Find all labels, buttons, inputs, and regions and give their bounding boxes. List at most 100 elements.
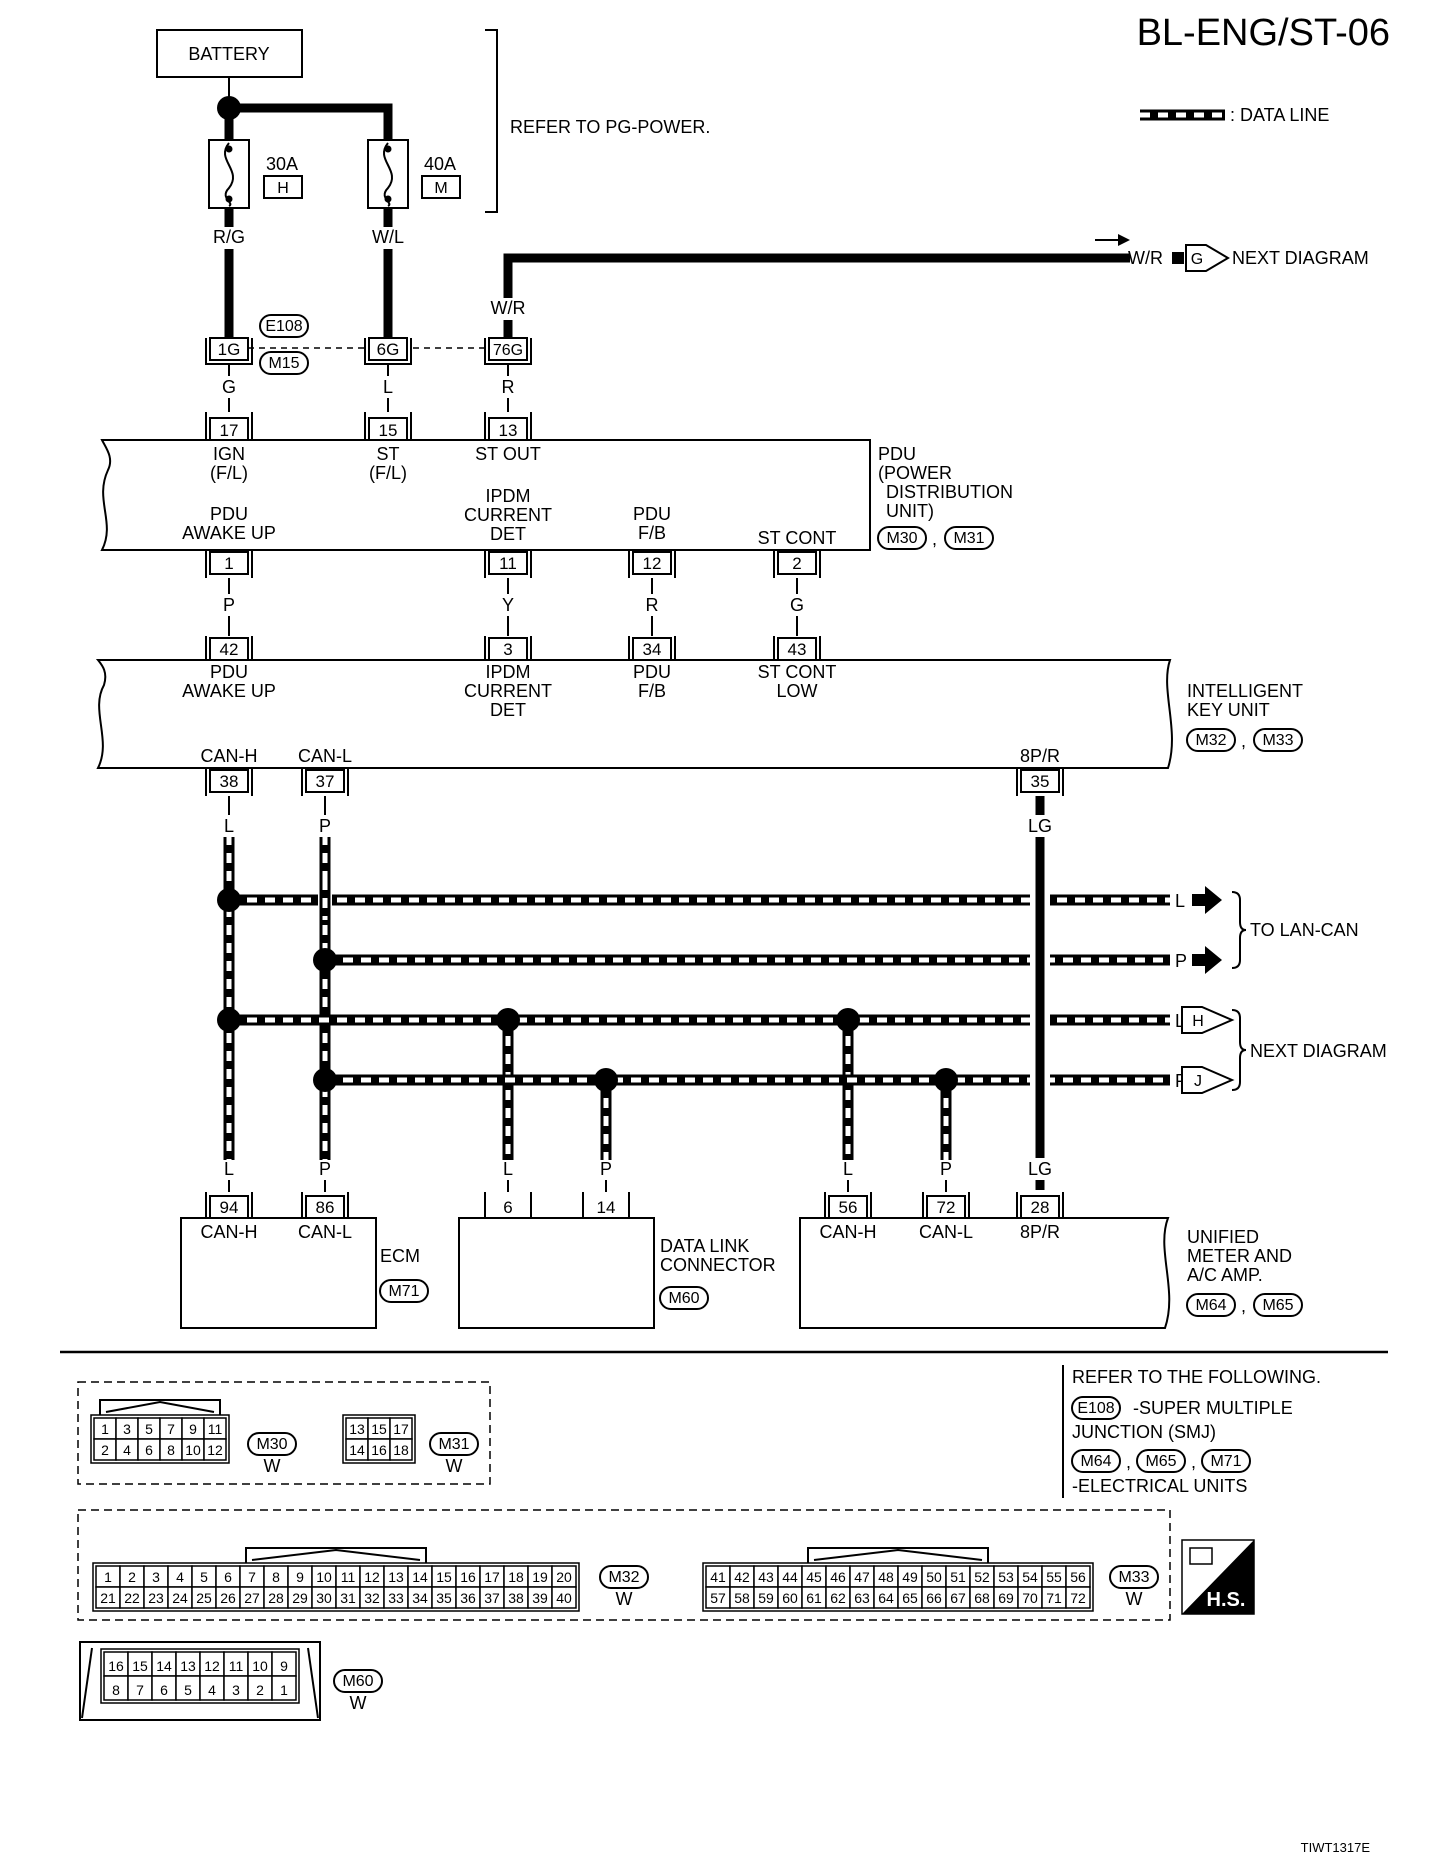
terminal-number: 7 (167, 1421, 175, 1437)
pdu-ign-label: IGN(F/L) (210, 444, 248, 483)
terminal-cell (151, 1675, 177, 1701)
terminal-cell (247, 1675, 273, 1701)
terminal-number: 37 (484, 1590, 500, 1606)
unified-meter-box (799, 1217, 1171, 1329)
refer-m65-badge: M65 (1136, 1449, 1186, 1473)
svg-text:28: 28 (1031, 1198, 1050, 1217)
meter-8pr-label: 8P/R (1020, 1222, 1060, 1242)
top-next-connector: G (1191, 251, 1203, 268)
terminal-number: 41 (710, 1569, 726, 1585)
terminal-number: 32 (364, 1590, 380, 1606)
svg-text:M30: M30 (886, 530, 917, 547)
terminal-number: 46 (830, 1569, 846, 1585)
dlc-connector-m60: M60 (659, 1286, 709, 1310)
terminal-cell (223, 1675, 249, 1701)
battery-label: BATTERY (188, 44, 269, 64)
next-wire-l: L (1175, 1011, 1185, 1031)
svg-text:J: J (1194, 1073, 1202, 1090)
terminal-number: 9 (296, 1569, 304, 1585)
terminal-number: 6 (145, 1442, 153, 1458)
svg-text:M64: M64 (1195, 1297, 1226, 1314)
ecm-pin-86: 86 (301, 1192, 349, 1219)
svg-text:12: 12 (643, 554, 662, 573)
figure-code: TIWT1317E (1301, 1840, 1371, 1855)
terminal-number: 11 (341, 1569, 356, 1585)
terminal-number: 4 (123, 1442, 131, 1458)
pdu-connector-m30: M30 (877, 526, 927, 550)
terminal-number: 63 (854, 1590, 870, 1606)
terminal-number: 50 (926, 1569, 942, 1585)
refer-m64-badge: M64 (1071, 1449, 1121, 1473)
svg-text:17: 17 (220, 421, 239, 440)
svg-text:W: W (446, 1456, 463, 1476)
pdu-st-out-label: ST OUT (475, 444, 541, 464)
terminal-number: 28 (268, 1590, 284, 1606)
svg-text:1G: 1G (218, 340, 241, 359)
svg-text:3: 3 (503, 640, 512, 659)
refer-e108-badge: E108 (1071, 1396, 1121, 1420)
terminal-number: 65 (902, 1590, 918, 1606)
dlc-wire-l: L (503, 1159, 513, 1179)
svg-text:15: 15 (379, 421, 398, 440)
svg-text:76G: 76G (493, 342, 523, 359)
svg-text:M65: M65 (1145, 1453, 1176, 1470)
terminal-number: 8 (167, 1442, 175, 1458)
terminal-number: 40 (556, 1590, 572, 1606)
terminal-number: 51 (950, 1569, 966, 1585)
wire-r-fb: R (646, 595, 659, 615)
fuse-40a: 40A M (367, 139, 461, 209)
terminal-number: 18 (508, 1569, 524, 1585)
svg-text:43: 43 (788, 640, 807, 659)
meter-pin-72: 72 (922, 1192, 970, 1219)
terminal-number: 5 (200, 1569, 208, 1585)
svg-text:M71: M71 (1210, 1453, 1241, 1470)
svg-text:,: , (932, 529, 937, 549)
terminal-number: 16 (108, 1658, 124, 1674)
fuse-1-amp: 30A (266, 154, 298, 174)
terminal-number: 59 (758, 1590, 774, 1606)
hs-badge-text: H.S. (1207, 1589, 1246, 1611)
fuse-30a: 30A H (208, 139, 303, 209)
terminal-number: 23 (148, 1590, 164, 1606)
meter-connector-m65: M65 (1253, 1293, 1303, 1317)
wire-y-ipdm: Y (502, 595, 514, 615)
terminal-number: 27 (244, 1590, 260, 1606)
wire-can-h-l: L (224, 816, 234, 836)
ik-pin-35: 35 (1016, 767, 1064, 796)
terminal-number: 17 (393, 1421, 409, 1437)
terminal-number: 12 (207, 1442, 223, 1458)
pdu-pin-12: 12 (628, 549, 676, 578)
ecm-pin-94: 94 (205, 1192, 253, 1219)
pdu-pin-11: 11 (484, 549, 532, 578)
terminal-number: 64 (878, 1590, 894, 1606)
svg-text:37: 37 (316, 772, 335, 791)
terminal-number: 7 (136, 1682, 144, 1698)
terminal-number: 3 (152, 1569, 160, 1585)
svg-text:M65: M65 (1262, 1297, 1293, 1314)
terminal-number: 56 (1070, 1569, 1086, 1585)
fuse-2-id: M (434, 180, 447, 197)
terminal-number: 4 (208, 1682, 216, 1698)
lan-can-wire-p: P (1175, 951, 1187, 971)
meter-pin-28: 28 (1016, 1192, 1064, 1219)
terminal-cell (203, 1438, 227, 1461)
terminal-cell (103, 1651, 129, 1677)
wire-p-awake: P (223, 595, 235, 615)
svg-text:13: 13 (499, 421, 518, 440)
terminal-number: 49 (902, 1569, 918, 1585)
can-bus-lines (217, 796, 1175, 1170)
svg-text:H: H (1192, 1013, 1204, 1030)
next-connector-h: H (1181, 1006, 1235, 1034)
terminal-number: 70 (1022, 1590, 1038, 1606)
terminal-number: 48 (878, 1569, 894, 1585)
terminal-number: 12 (364, 1569, 380, 1585)
ecm-wire-p: P (319, 1159, 331, 1179)
pdu-box (100, 439, 871, 551)
ecm-can-l-label: CAN-L (298, 1222, 352, 1242)
smj-e108-badge: E108 (259, 314, 309, 338)
svg-text:35: 35 (1031, 772, 1050, 791)
svg-text:86: 86 (316, 1198, 335, 1217)
